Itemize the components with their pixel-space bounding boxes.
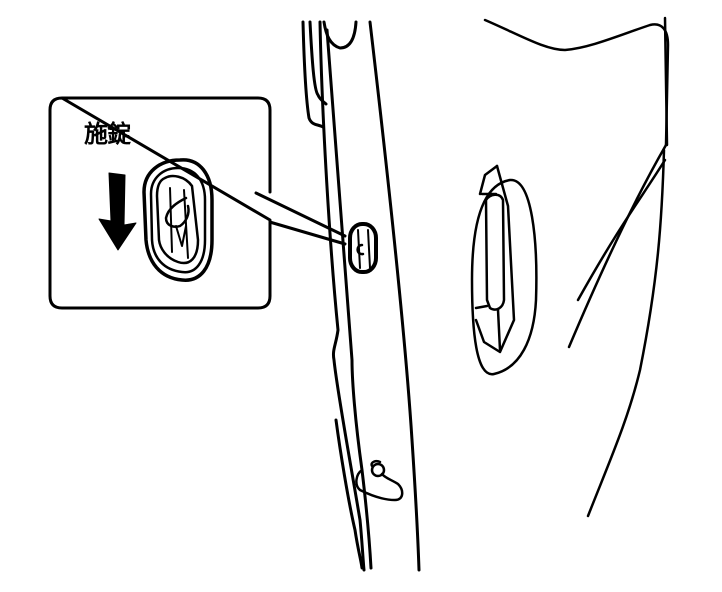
lock-arrow-icon <box>98 172 137 251</box>
door-handle <box>470 164 538 376</box>
child-lock-lever-enlarged <box>142 158 214 282</box>
door-striker-latch <box>355 459 404 502</box>
child-lock-lever <box>348 222 378 274</box>
door-edge-pillar <box>301 20 421 572</box>
door-panel-outline <box>483 16 670 518</box>
callout-box <box>48 96 272 310</box>
lock-label: 施錠 <box>84 120 131 148</box>
